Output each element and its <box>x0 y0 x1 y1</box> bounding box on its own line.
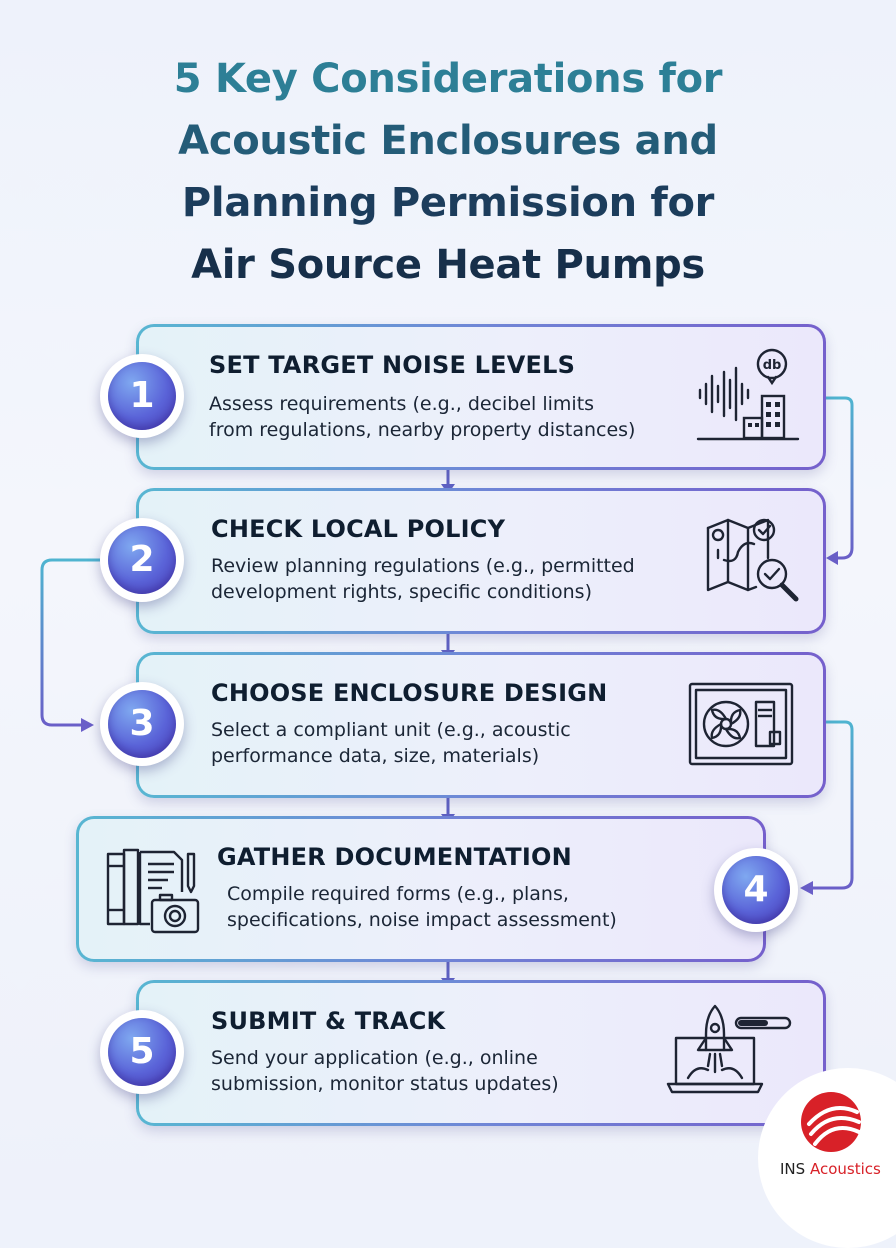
loop-arrow-1-2 <box>822 396 854 560</box>
heat-pump-unit-icon <box>688 682 794 766</box>
step-1-description: Assess requirements (e.g., decibel limit… <box>209 393 636 441</box>
step-2-title: CHECK LOCAL POLICY <box>211 515 506 543</box>
loop-arrow-3-4 <box>812 720 854 890</box>
title-line-4: Air Source Heat Pumps <box>191 242 705 288</box>
step-2-description: Review planning regulations (e.g., permi… <box>211 555 635 603</box>
brand-name: INS Acoustics <box>780 1160 881 1178</box>
step-5-title: SUBMIT & TRACK <box>211 1007 446 1035</box>
step-card-1: SET TARGET NOISE LEVELS Assess requireme… <box>136 324 826 470</box>
loop-arrow-2-3 <box>40 558 100 727</box>
step-3-number-badge: 3 <box>100 682 184 766</box>
title-line-1: 5 Key Considerations for <box>173 56 723 102</box>
map-magnifier-icon <box>706 518 799 602</box>
infographic-title: 5 Key Considerations for Acoustic Enclos… <box>0 48 896 296</box>
step-5-number-badge: 5 <box>100 1010 184 1094</box>
step-1-number-badge: 1 <box>100 354 184 438</box>
step-2-number-badge: 2 <box>100 518 184 602</box>
title-line-2: Acoustic Enclosures and <box>178 118 718 164</box>
laptop-rocket-icon <box>666 1004 792 1094</box>
step-card-5: SUBMIT & TRACK Send your application (e.… <box>136 980 826 1126</box>
step-5-description: Send your application (e.g., online subm… <box>211 1047 559 1095</box>
documents-camera-icon <box>106 848 200 934</box>
step-card-3: CHOOSE ENCLOSURE DESIGN Select a complia… <box>136 652 826 798</box>
title-line-3: Planning Permission for <box>181 180 715 226</box>
step-4-description: Compile required forms (e.g., plans, spe… <box>227 883 617 931</box>
step-3-title: CHOOSE ENCLOSURE DESIGN <box>211 679 608 707</box>
step-4-number-badge: 4 <box>714 848 798 932</box>
step-3-description: Select a compliant unit (e.g., acoustic … <box>211 719 571 767</box>
step-1-title: SET TARGET NOISE LEVELS <box>209 351 576 379</box>
decibel-building-icon: db <box>696 348 800 441</box>
decibel-label: db <box>763 358 782 373</box>
ins-acoustics-logo-icon <box>801 1092 861 1152</box>
step-4-title: GATHER DOCUMENTATION <box>217 843 572 871</box>
